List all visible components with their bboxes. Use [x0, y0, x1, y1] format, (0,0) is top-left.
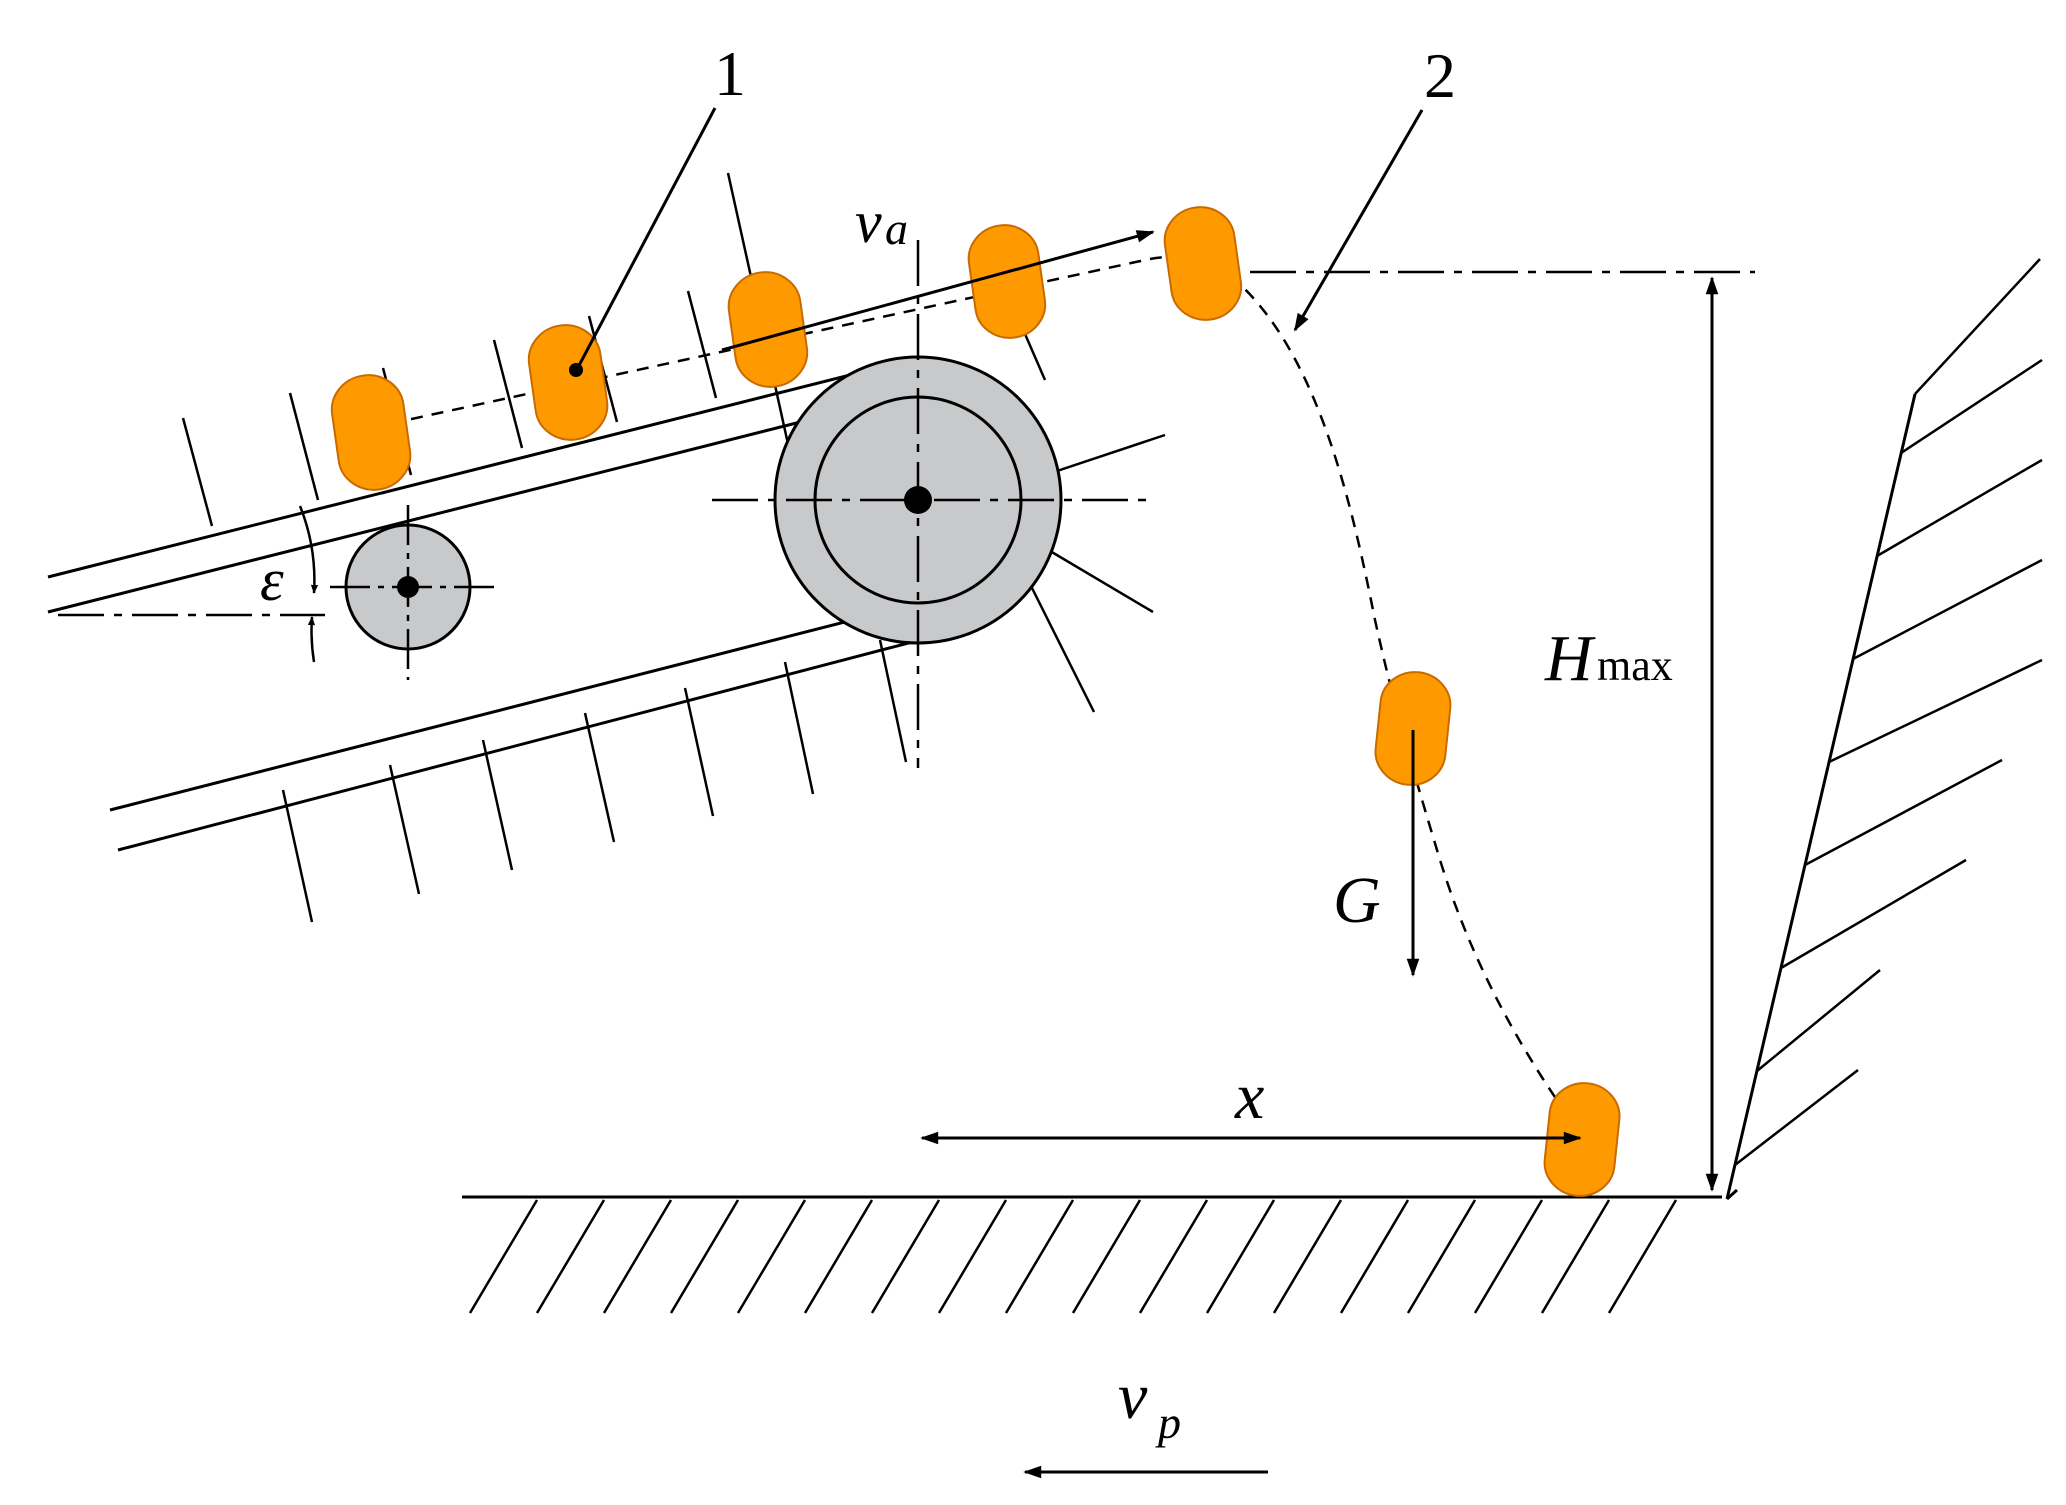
height-label: H — [1544, 622, 1596, 695]
idler-roller — [330, 505, 500, 680]
belt-top-outer — [47, 368, 871, 579]
drive-roller-axle — [904, 486, 932, 514]
tuber-trajectory — [369, 255, 1587, 1141]
drive-roller — [712, 240, 1150, 768]
belt-velocity-subscript: a — [885, 203, 908, 254]
gravity-label: G — [1333, 864, 1381, 937]
vehicle-velocity-subscript: p — [1155, 1397, 1181, 1448]
callout-1-label: 1 — [714, 38, 746, 109]
belt-top-inner — [47, 410, 841, 614]
tubers — [330, 206, 1621, 1197]
belt-bottom-inner — [109, 602, 916, 812]
angle-label: ε — [260, 547, 284, 613]
callout-1-dot — [569, 363, 583, 377]
ground — [462, 1195, 1722, 1314]
callout-2-leader — [1293, 109, 1424, 332]
belt-velocity-label: v — [855, 189, 882, 255]
wall-hatching — [1734, 358, 2043, 1166]
distance-label: x — [1234, 1060, 1264, 1133]
tuber — [527, 324, 609, 441]
inclination-angle — [58, 505, 325, 663]
wall-face — [1725, 393, 1917, 1200]
belt-velocity-arrow — [721, 230, 1155, 352]
wall-foot-junction — [1725, 1188, 1739, 1201]
tuber — [1374, 671, 1452, 786]
idler-roller-axle — [397, 576, 419, 598]
vehicle-velocity-label: v — [1118, 1360, 1148, 1433]
tuber — [1543, 1082, 1621, 1197]
side-wall — [1725, 258, 2043, 1201]
callout-1-leader — [572, 107, 717, 376]
tuber — [727, 271, 809, 388]
tuber — [330, 374, 412, 491]
belt-bottom-outer — [117, 638, 921, 852]
tuber — [1163, 206, 1243, 321]
height-subscript: max — [1597, 641, 1673, 690]
ground-hatching — [468, 1199, 1678, 1314]
tuber — [967, 224, 1047, 339]
callout-2-label: 2 — [1424, 40, 1456, 111]
